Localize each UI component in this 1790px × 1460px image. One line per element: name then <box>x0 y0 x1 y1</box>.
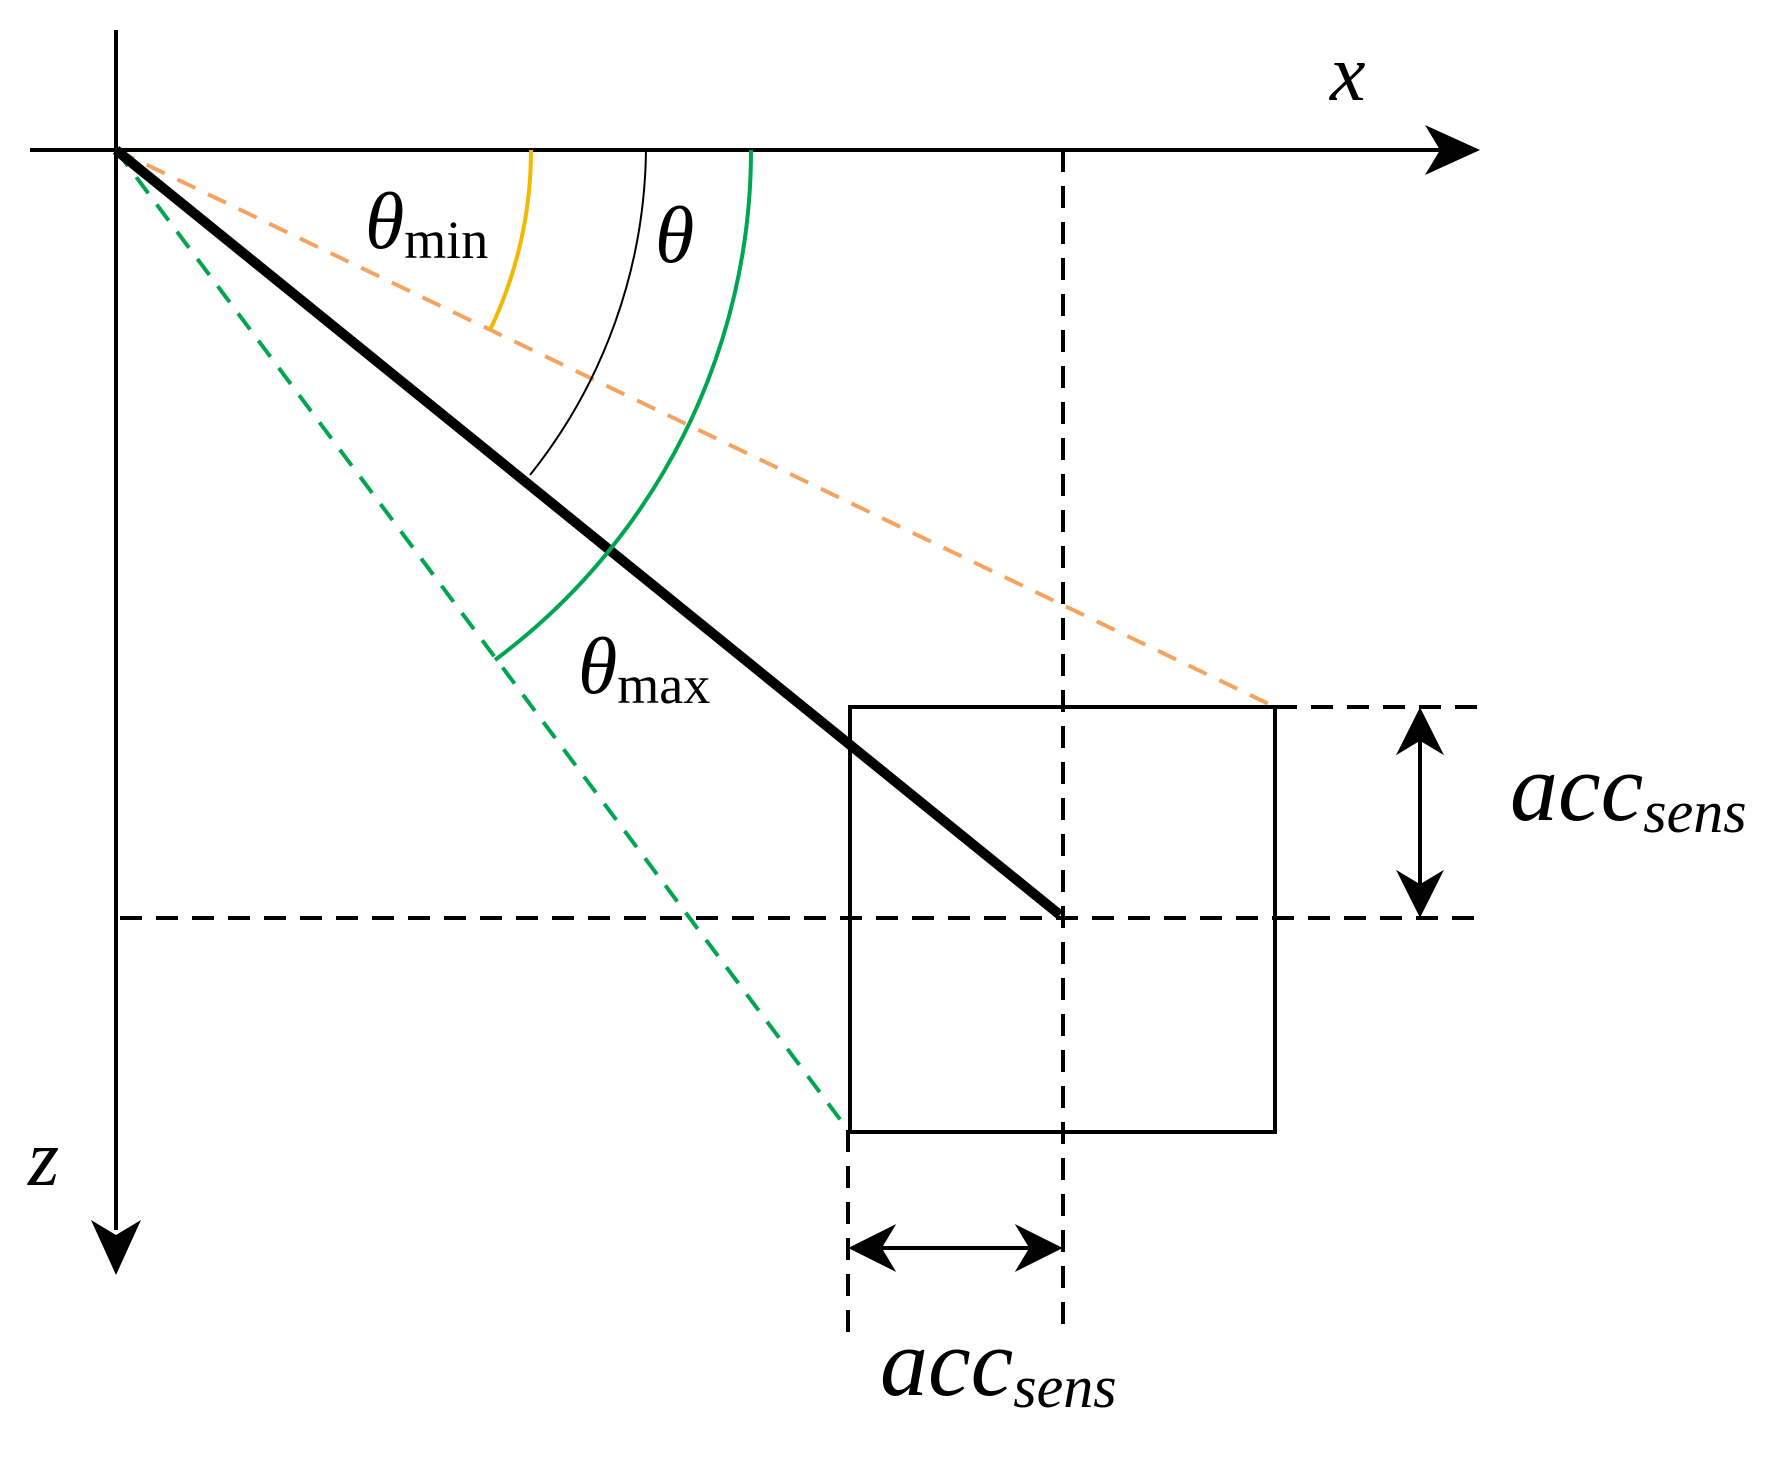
theta-max-label: θmax <box>578 623 710 715</box>
x-axis-label: x <box>1329 30 1366 118</box>
min-angle-ray <box>115 148 1276 709</box>
vertical-accuracy-label: accsens <box>1510 734 1747 845</box>
max-angle-ray <box>114 148 850 1132</box>
theta-max-symbol: θ <box>578 623 617 711</box>
horizontal-accuracy-subscript: sens <box>1013 1354 1116 1420</box>
guide-lines <box>120 150 1485 1335</box>
z-axis-label: z <box>27 1115 59 1203</box>
theta-min-arc <box>488 149 534 331</box>
theta-max-arc <box>493 149 754 662</box>
theta-label: θ <box>655 192 694 280</box>
vertical-accuracy-base: acc <box>1510 734 1643 841</box>
vertical-accuracy-subscript: sens <box>1643 779 1746 845</box>
theta-min-label: θmin <box>365 178 488 270</box>
theta-min-subscript: min <box>404 210 488 270</box>
theta-arc <box>529 149 647 476</box>
horizontal-accuracy-label: accsens <box>880 1309 1117 1420</box>
target-box <box>848 705 1277 1134</box>
z-axis-arrowhead <box>91 1220 141 1275</box>
theta-min-symbol: θ <box>365 178 404 266</box>
x-axis-arrowhead <box>1425 125 1480 175</box>
horizontal-accuracy-base: acc <box>880 1309 1013 1416</box>
beam-line <box>112 146 1064 919</box>
theta-max-subscript: max <box>617 655 710 715</box>
